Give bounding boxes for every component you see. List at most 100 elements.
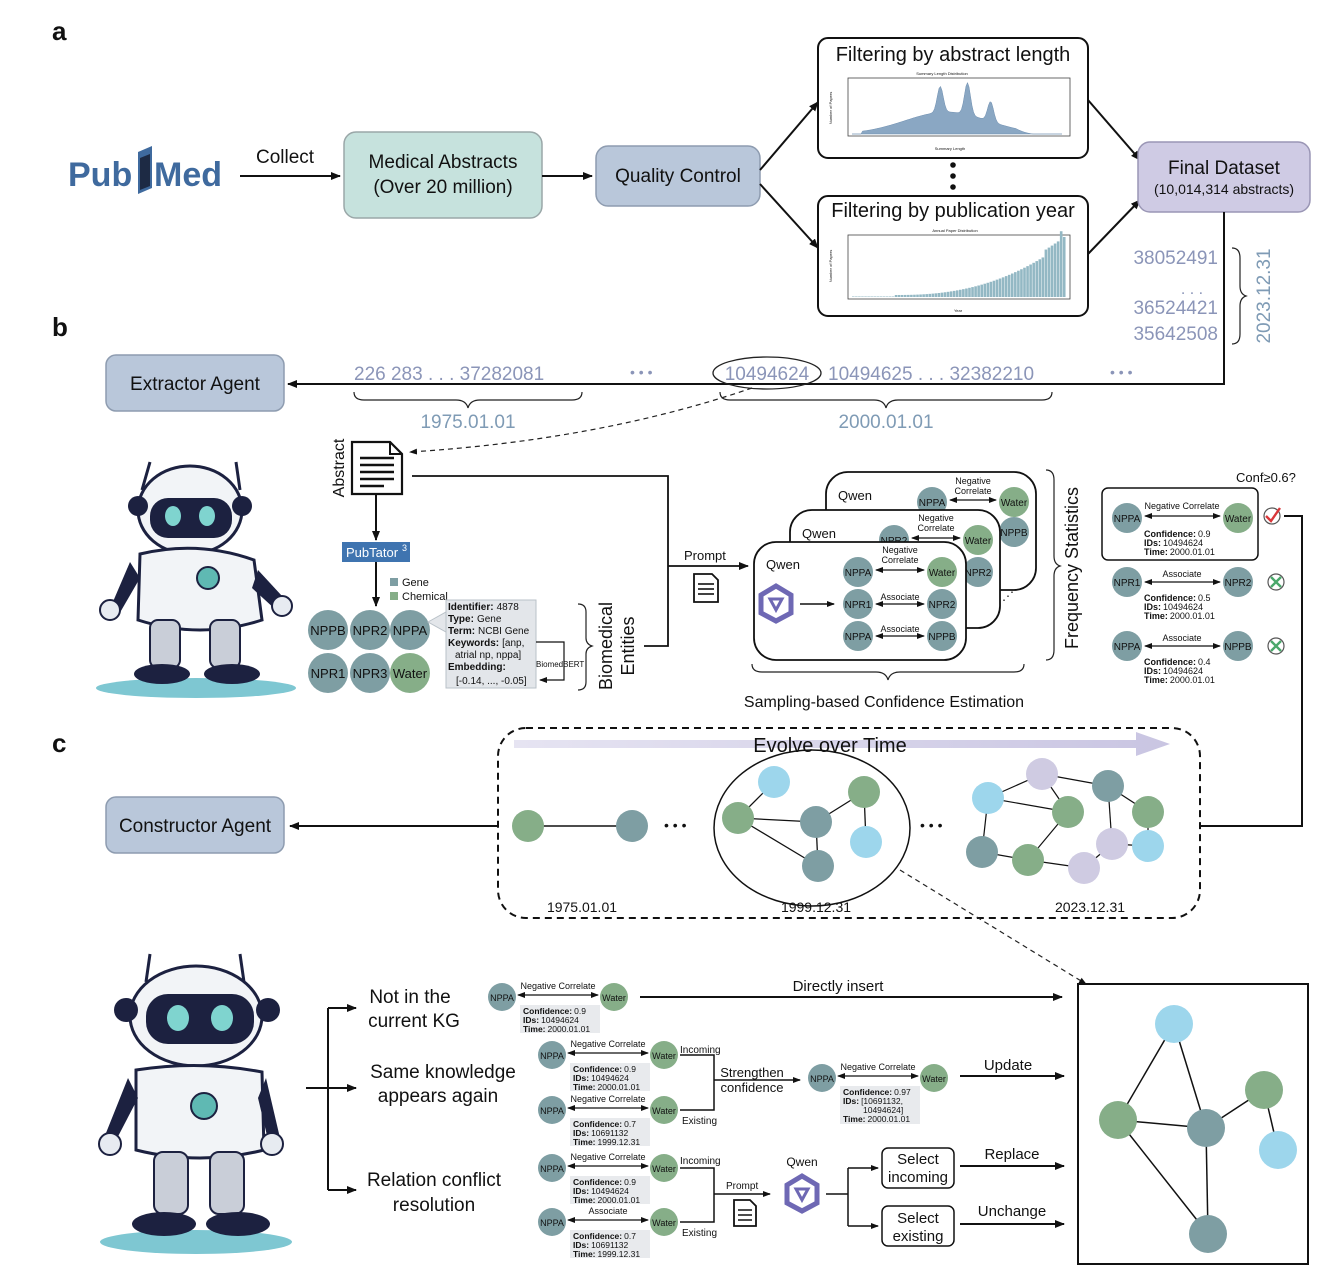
year-bar — [986, 282, 990, 297]
c2a-head: NPPA — [540, 1051, 564, 1061]
res1-ids: 10494624 — [1163, 538, 1203, 548]
kg-date-1975: 1975.01.01 — [547, 899, 617, 915]
year-bar — [1014, 272, 1017, 297]
biomedbert-label: BiomedBERT — [536, 660, 584, 669]
year-bar — [900, 294, 904, 297]
timeline-dots-1: • • • — [630, 364, 653, 380]
kg-date-1999: 1999.12.31 — [781, 899, 851, 915]
res3-time: 2000.01.01 — [1170, 675, 1215, 685]
c2m-time: 2000.01.01 — [868, 1114, 911, 1124]
year-bar — [946, 291, 950, 297]
year-chart-ylabel: Number of Papers — [828, 250, 833, 282]
res3-rel: Associate — [1162, 633, 1201, 643]
mid-neg-l2: Correlate — [917, 523, 954, 533]
front-water: Water — [929, 568, 956, 579]
year-bar — [989, 281, 993, 297]
front-neg-l2: Correlate — [881, 555, 918, 565]
c3a-head: NPPA — [540, 1164, 564, 1174]
front-assoc-1: Associate — [880, 592, 919, 602]
card-identifier-key: Identifier: — [448, 602, 494, 613]
year-bar — [861, 296, 864, 297]
case-not-in-kg-line1: Not in the — [369, 987, 450, 1008]
year-bar — [1041, 257, 1045, 297]
year-bar — [937, 293, 941, 297]
res2-ids-k: IDs: — [1144, 602, 1161, 612]
id-36524421: 36524421 — [1133, 298, 1218, 319]
c3a-conf-k: Confidence: — [573, 1177, 622, 1187]
year-bar — [1038, 259, 1042, 297]
brace-2000 — [719, 391, 1053, 409]
c1-ids: 10494624 — [541, 1015, 579, 1025]
c2b-tail: Water — [652, 1106, 676, 1116]
front-assoc-2: Associate — [880, 624, 919, 634]
year-bar — [903, 294, 907, 297]
svg-text:IDs:10494624: IDs:10494624 — [523, 1015, 579, 1025]
year-bar — [1062, 237, 1066, 297]
res1-conf-k: Confidence: — [1144, 529, 1196, 539]
c3b-time-k: Time: — [573, 1249, 596, 1259]
card-term-value: NCBI Gene — [478, 626, 530, 637]
c2b-rel: Negative Correlate — [570, 1094, 645, 1104]
qwen-front-label: Qwen — [766, 557, 800, 572]
res3-head: NPPA — [1114, 642, 1141, 653]
front-nppa-2: NPPA — [845, 632, 872, 643]
quality-control-label: Quality Control — [615, 166, 741, 187]
c2a-conf: 0.9 — [624, 1064, 636, 1074]
front-nppb: NPPB — [928, 632, 956, 643]
year-bar — [943, 292, 947, 297]
svg-text:Confidence:0.5: Confidence:0.5 — [1144, 593, 1211, 603]
year-bar — [1035, 261, 1039, 297]
constructor-agent-label: Constructor Agent — [119, 816, 272, 837]
c1-tail: Water — [602, 993, 626, 1003]
c2b-ids-k: IDs: — [573, 1128, 589, 1138]
year-bar — [1044, 249, 1048, 297]
pubmed-logo: Pub Med — [68, 146, 222, 194]
back-water: Water — [1001, 498, 1028, 509]
year-bar — [888, 296, 892, 297]
year-bar — [1029, 264, 1032, 297]
pubmed-logo-med: Med — [154, 156, 222, 194]
year-bar — [974, 286, 977, 297]
year-bar — [998, 278, 1002, 297]
res3-conf-k: Confidence: — [1144, 657, 1196, 667]
year-bar — [992, 280, 996, 297]
c2m-head: NPPA — [810, 1074, 834, 1084]
legend-chemical-swatch — [390, 592, 398, 600]
extractor-agent-box — [105, 354, 285, 412]
kg-2023 — [966, 758, 1164, 884]
year-bar — [882, 296, 886, 297]
pubmed-logo-pub: Pub — [68, 156, 132, 194]
c2b-ids: 10691132 — [591, 1128, 628, 1138]
qwen-back-label: Qwen — [838, 488, 872, 503]
year-chart-xlabel: Year — [954, 308, 963, 313]
abstract-label: Abstract — [331, 438, 348, 497]
qwen-middle-label: Qwen — [802, 526, 836, 541]
entity-card — [445, 599, 537, 689]
year-bar — [913, 294, 916, 297]
year-bar — [864, 296, 867, 297]
length-chart-frame — [847, 77, 1071, 137]
quality-control-box — [595, 145, 761, 207]
c2b-time: 1999.12.31 — [598, 1137, 641, 1147]
year-bar — [879, 296, 883, 297]
front-npr2: NPR2 — [929, 600, 956, 611]
reject-icon-2 — [1267, 637, 1285, 655]
year-bar — [1004, 276, 1008, 297]
prompt-document-icon-b — [693, 573, 719, 603]
c3-existing: Existing — [682, 1228, 717, 1239]
year-bar — [965, 288, 968, 297]
result-card-accepted — [1101, 487, 1259, 561]
res2-time: 2000.01.01 — [1170, 611, 1215, 621]
card-identifier-value: 4878 — [497, 602, 520, 613]
kg-1975 — [512, 810, 648, 842]
c2b-conf-k: Confidence: — [573, 1119, 622, 1129]
front-npr1: NPR1 — [845, 600, 872, 611]
c3b-ids: 10691132 — [591, 1240, 628, 1250]
id-brace — [1231, 247, 1248, 345]
back-neg-l2: Correlate — [954, 486, 991, 496]
res3-ids: 10494624 — [1163, 666, 1203, 676]
res3-time-k: Time: — [1144, 675, 1168, 685]
c2-existing: Existing — [682, 1116, 717, 1127]
constructor-robot — [98, 953, 292, 1254]
